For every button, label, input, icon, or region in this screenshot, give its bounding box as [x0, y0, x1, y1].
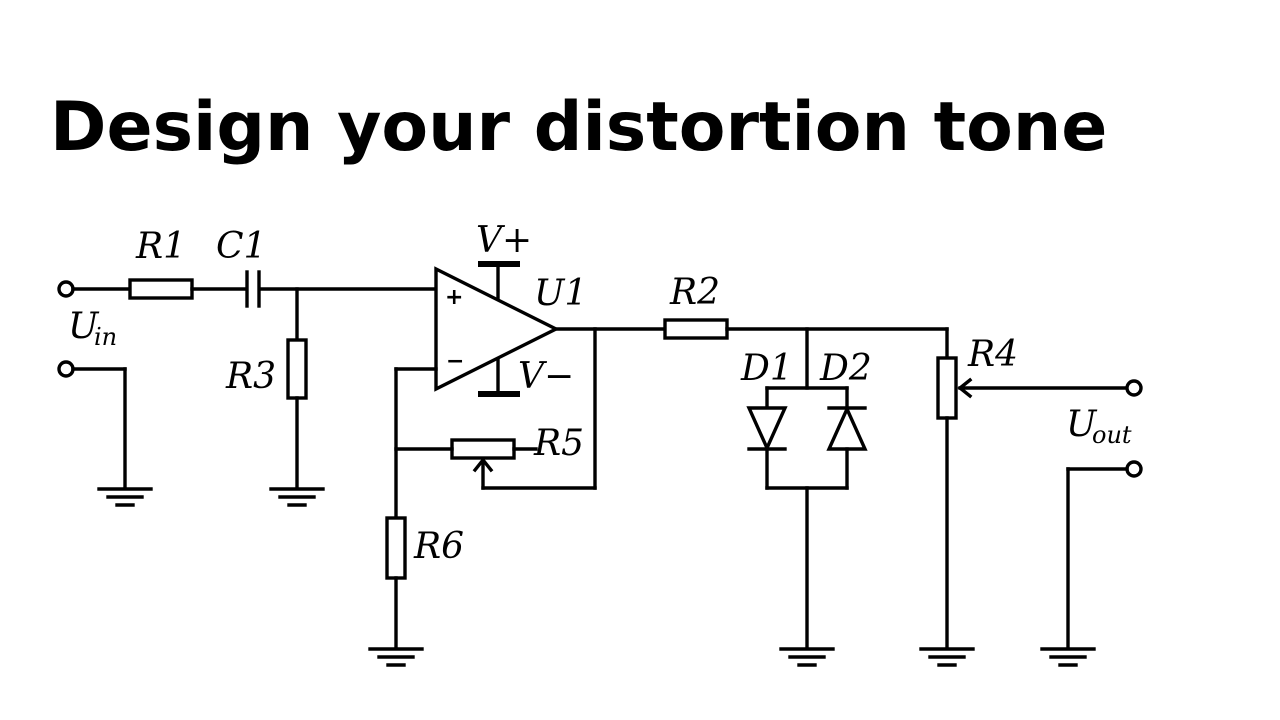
potentiometer-r4 — [936, 356, 958, 420]
label-r1: R1 — [135, 226, 186, 267]
label-d2: D2 — [819, 348, 872, 389]
output-terminal-bottom — [1125, 460, 1143, 478]
label-vminus: V− — [518, 356, 574, 397]
ground-icon — [919, 647, 975, 667]
resistor-r6 — [385, 516, 407, 580]
label-r2: R2 — [669, 272, 720, 313]
ground-icon — [97, 487, 153, 507]
label-uout-sub: out — [1092, 421, 1132, 449]
resistor-r3 — [286, 338, 308, 400]
label-r6: R6 — [413, 526, 464, 567]
ground-icon — [779, 647, 835, 667]
page-title: Design your distortion tone — [50, 88, 1108, 167]
label-r5: R5 — [533, 423, 584, 464]
diode-d2 — [826, 404, 868, 451]
label-uout-base: U — [1066, 404, 1098, 445]
label-d1: D1 — [740, 348, 793, 389]
diode-d1 — [746, 406, 788, 453]
input-terminal-top — [57, 280, 75, 298]
ground-icon — [269, 487, 325, 507]
input-terminal-bottom — [57, 360, 75, 378]
opamp-minus-sign: − — [446, 349, 464, 374]
label-r4: R4 — [967, 334, 1018, 375]
ground-icon — [1040, 647, 1096, 667]
ground-icon — [368, 647, 424, 667]
resistor-r2 — [663, 318, 729, 340]
label-vplus: V+ — [476, 220, 532, 261]
opamp-plus-sign: + — [445, 285, 463, 310]
potentiometer-r5 — [450, 438, 516, 460]
label-r3: R3 — [225, 356, 276, 397]
label-uin: U in — [68, 306, 117, 351]
r5-wiper-arrow — [472, 457, 494, 473]
label-u1: U1 — [534, 273, 587, 314]
output-terminal-top — [1125, 379, 1143, 397]
opamp-u1 — [434, 266, 560, 392]
label-uin-base: U — [68, 306, 100, 347]
label-c1: C1 — [216, 226, 266, 267]
label-uout: U out — [1066, 404, 1132, 449]
r4-wiper-arrow — [957, 377, 973, 399]
label-uin-sub: in — [94, 323, 117, 351]
resistor-r1 — [128, 278, 194, 300]
